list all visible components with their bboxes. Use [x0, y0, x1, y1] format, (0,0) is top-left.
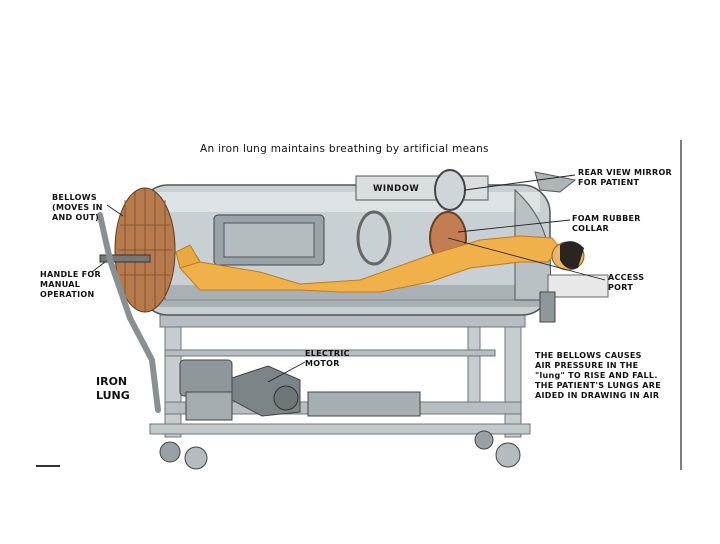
label-electric-motor: ELECTRIC MOTOR	[305, 349, 350, 369]
label-foam-collar: FOAM RUBBER COLLAR	[572, 214, 641, 234]
label-iron-lung: IRON LUNG	[96, 375, 130, 403]
label-bellows-note: THE BELLOWS CAUSES AIR PRESSURE IN THE "…	[535, 351, 661, 401]
bellows	[100, 188, 175, 312]
wheels	[160, 431, 520, 469]
label-bellows: BELLOWS (MOVES IN AND OUT)	[52, 193, 103, 223]
rear-view-mirror	[435, 170, 465, 210]
label-handle: HANDLE FOR MANUAL OPERATION	[40, 270, 101, 300]
label-access-port: ACCESS PORT	[608, 273, 644, 293]
diagram-title: An iron lung maintains breathing by arti…	[200, 143, 489, 155]
viewing-window	[214, 215, 324, 265]
electric-motor	[180, 360, 420, 420]
label-rear-mirror: REAR VIEW MIRROR FOR PATIENT	[578, 168, 672, 188]
label-window: WINDOW	[373, 184, 419, 194]
